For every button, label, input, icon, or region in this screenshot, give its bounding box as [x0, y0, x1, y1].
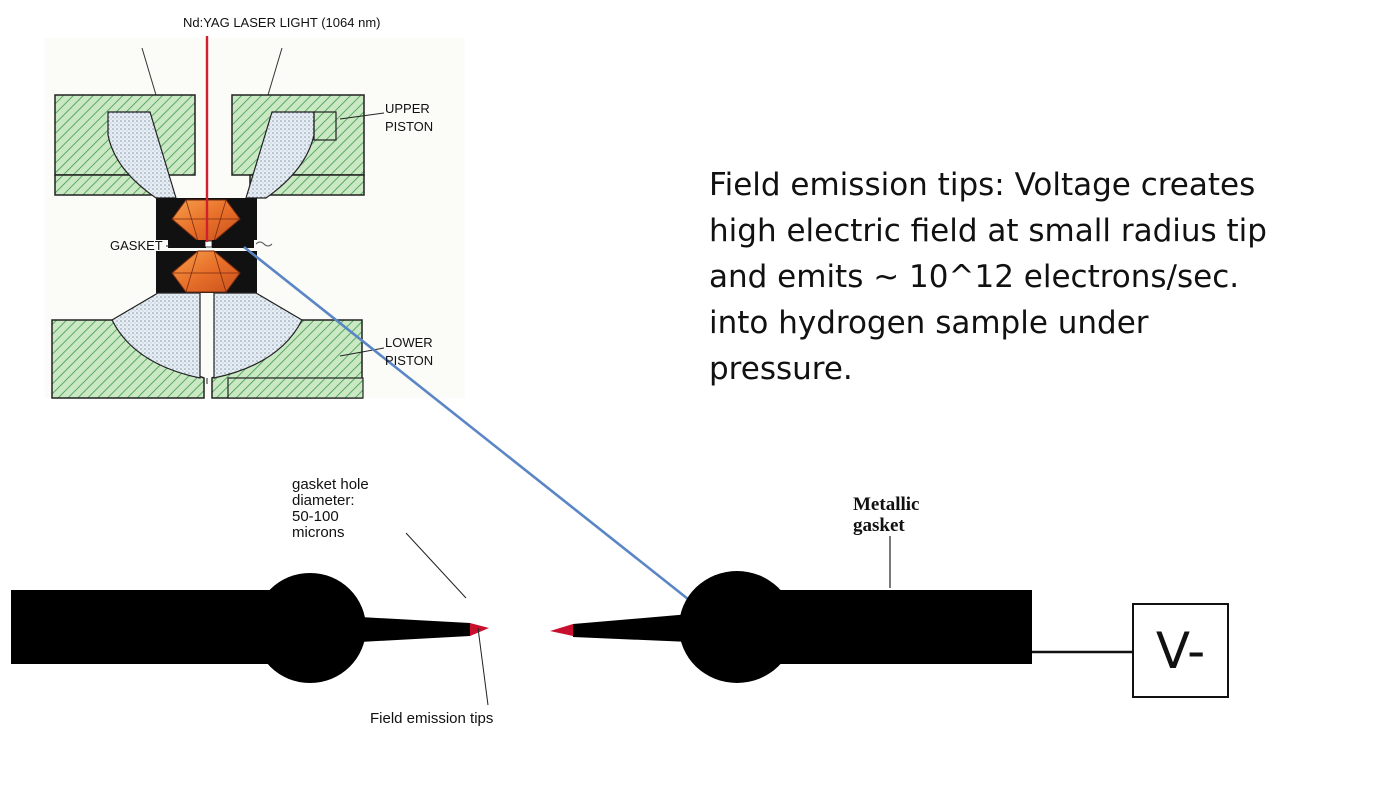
gasket-hole-label-line: gasket hole: [292, 476, 369, 493]
left-tip-point: [470, 623, 489, 636]
upper-piston-label: UPPER PISTON: [385, 100, 433, 136]
description-line: high electric field at small radius tip: [709, 213, 1267, 249]
gasket-hole-label: gasket hole diameter: 50-100 microns: [292, 477, 369, 541]
laser-label: Nd:YAG LASER LIGHT (1064 nm): [183, 15, 381, 30]
left-electrode: [11, 573, 489, 683]
lower-piston-leader: [339, 347, 385, 357]
right-tip-point: [550, 624, 573, 636]
anvil-cell-illustration: [45, 36, 465, 399]
connector-line: [243, 245, 694, 605]
voltage-source-box: V-: [1132, 603, 1229, 698]
description-text: Field emission tips: Voltage creates hig…: [709, 162, 1309, 392]
gasket-hole-leader: [405, 532, 467, 599]
right-tip-shank: [573, 614, 690, 642]
gasket-hole-label-line: diameter:: [292, 492, 355, 509]
lower-piston-label: LOWER PISTON: [385, 334, 433, 370]
cone-line-right: [267, 47, 283, 96]
metallic-gasket-label-line1: Metallic: [853, 494, 920, 515]
tips-leader: [477, 627, 489, 706]
right-electrode: [550, 571, 1032, 683]
metallic-gasket-label-line2: gasket: [853, 515, 905, 536]
gasket-plate-right: [212, 240, 254, 248]
left-bulb: [254, 573, 366, 683]
voltage-label: V-: [1155, 621, 1206, 680]
description-line: into hydrogen sample under: [709, 305, 1149, 341]
cone-line-left: [141, 47, 157, 96]
gasket-label: GASKET: [110, 238, 163, 253]
lower-piston: [51, 292, 364, 399]
left-wire: [11, 590, 301, 664]
upper-piston: [54, 94, 365, 199]
description-line: and emits ~ 10^12 electrons/sec.: [709, 259, 1240, 295]
metallic-gasket-label: Metallic gasket: [853, 494, 919, 536]
upper-piston-label-line1: UPPER: [385, 101, 430, 116]
left-tip-shank: [360, 617, 470, 642]
gasket-hole-label-line: microns: [292, 524, 345, 541]
upper-piston-leader: [339, 112, 385, 120]
gasket-hole-label-line: 50-100: [292, 508, 339, 525]
gasket-sample-hole: [204, 240, 213, 248]
gasket-plate-left: [168, 240, 206, 248]
description-line: pressure.: [709, 351, 853, 387]
lower-piston-label-line2: PISTON: [385, 353, 434, 368]
description-line: Field emission tips: Voltage creates: [709, 167, 1256, 203]
upper-piston-label-line2: PISTON: [385, 119, 434, 134]
metallic-gasket-body: [760, 590, 1032, 664]
field-emission-tips-label: Field emission tips: [370, 710, 494, 727]
lower-piston-label-line1: LOWER: [385, 335, 433, 350]
